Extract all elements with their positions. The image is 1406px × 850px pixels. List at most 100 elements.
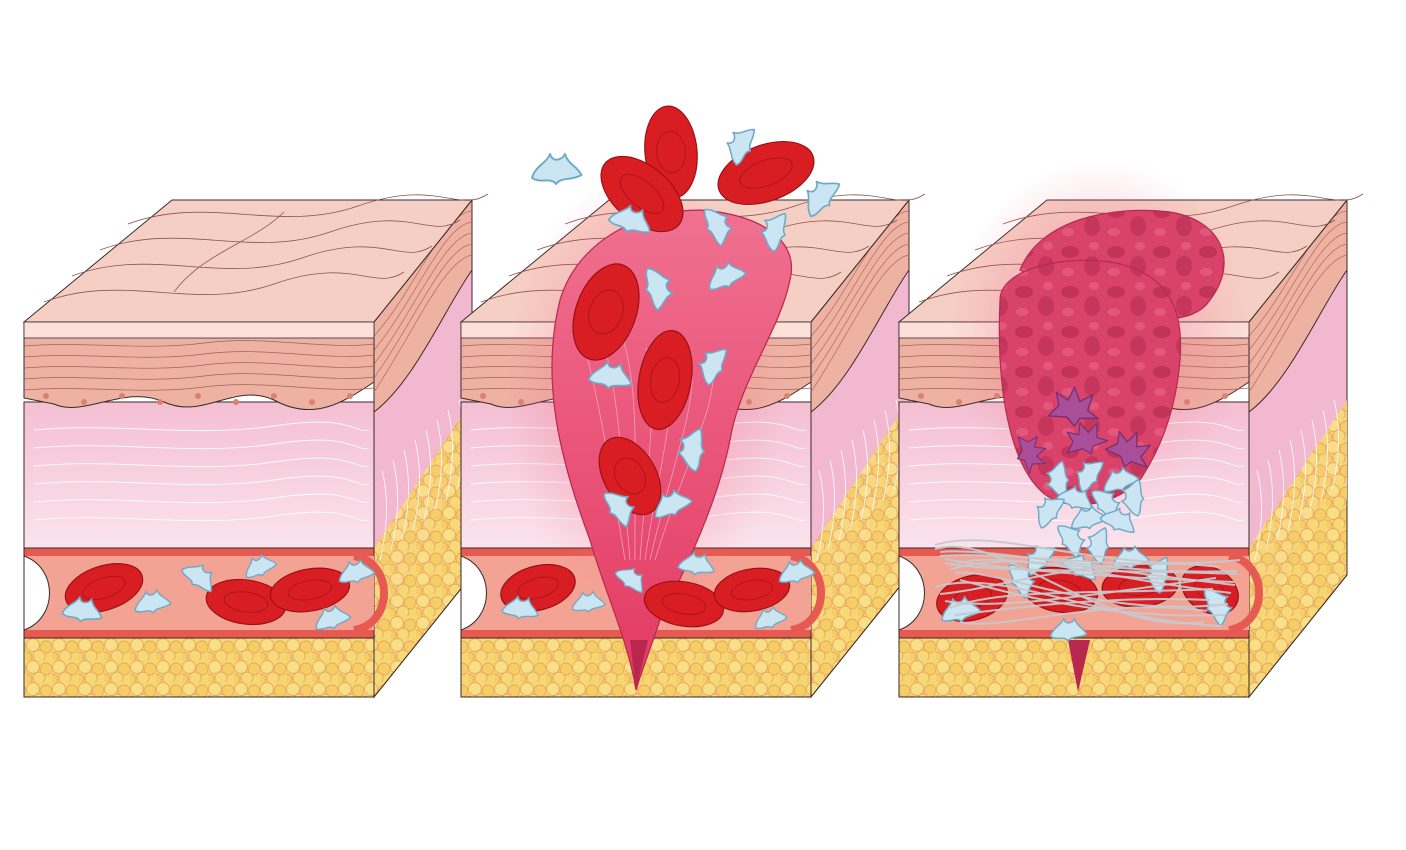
side-fiber — [1320, 409, 1328, 501]
side-fiber — [882, 409, 890, 501]
platelet — [1056, 485, 1093, 510]
side-epidermis-line — [1248, 232, 1348, 365]
side-epidermis-line — [373, 232, 473, 365]
side-fiber — [849, 439, 857, 531]
fibrin-strand — [934, 545, 1205, 625]
platelet — [531, 153, 583, 185]
epidermis-layer — [23, 351, 375, 358]
platelet — [1046, 460, 1070, 499]
platelet — [587, 360, 633, 390]
basal-cell — [784, 393, 790, 399]
fibrin-strand — [939, 550, 1238, 573]
platelet — [1099, 507, 1135, 533]
platelet-body — [676, 427, 706, 473]
skin-crease — [127, 193, 489, 225]
platelet-body — [245, 554, 278, 579]
basal-cell — [119, 393, 125, 399]
skin-crease — [99, 219, 461, 251]
side-fat-upper — [374, 400, 472, 638]
platelet — [698, 348, 728, 386]
platelet — [607, 204, 651, 234]
platelet-body — [1120, 478, 1145, 517]
fibrin-strand — [949, 588, 1214, 609]
wound-cut — [1068, 640, 1090, 692]
platelet — [134, 589, 172, 614]
platelet-body — [1070, 505, 1108, 530]
panel-clot-formation — [897, 160, 1364, 699]
side-epidermis-line — [373, 221, 473, 351]
platelet — [61, 596, 103, 623]
red-blood-cell-body — [64, 563, 144, 613]
platelet-body — [315, 604, 352, 631]
platelet — [760, 212, 787, 253]
fibrin-strand — [949, 558, 1232, 594]
platelet — [338, 559, 376, 584]
platelet-body — [531, 153, 583, 185]
dermis-fiber — [33, 457, 370, 468]
flow-streak — [623, 341, 636, 561]
platelet — [1036, 497, 1065, 529]
side-fiber — [390, 459, 398, 551]
basal-cell — [918, 393, 924, 399]
fibrin-strand — [959, 606, 1208, 625]
platelet-body — [1056, 485, 1093, 510]
side-fiber — [1298, 429, 1306, 521]
vessel-opening — [460, 555, 487, 631]
platelet — [180, 564, 213, 593]
red-blood-cell — [269, 567, 351, 613]
epidermis-layer — [23, 362, 375, 369]
dermis-fiber — [33, 475, 370, 486]
platelet-body — [654, 489, 693, 519]
side-fiber — [412, 439, 420, 531]
fibrin-strand — [934, 581, 1223, 627]
platelet — [644, 267, 674, 312]
skin-crease — [71, 245, 433, 277]
red-blood-cell-center — [661, 593, 707, 615]
activated-platelet-body — [1047, 386, 1099, 427]
skin-crease — [173, 211, 285, 293]
side-epidermis — [373, 198, 473, 414]
platelet — [315, 604, 352, 631]
platelet-body — [703, 208, 733, 247]
wound-cut — [630, 640, 648, 690]
side-epidermis-line — [810, 210, 910, 337]
platelet-body — [677, 551, 715, 576]
side-epidermis-line — [810, 221, 910, 351]
side-fiber — [1331, 399, 1339, 491]
side-fiber — [871, 419, 879, 511]
vessel-opening — [898, 555, 925, 631]
basal-cell — [271, 393, 277, 399]
platelet-body — [61, 596, 103, 623]
side-epidermis-line — [1248, 210, 1348, 337]
side-fiber — [401, 449, 409, 541]
platelet-body — [708, 261, 747, 291]
platelet-body — [698, 348, 728, 386]
dermis-fiber — [33, 511, 370, 522]
platelet-body — [338, 559, 376, 584]
red-blood-cell-body — [269, 567, 351, 613]
stratum-corneum — [23, 321, 375, 339]
red-blood-cell-center — [656, 130, 686, 174]
red-blood-cell-center — [1038, 579, 1082, 601]
red-blood-cell-center — [613, 457, 647, 495]
platelet — [1076, 461, 1104, 494]
platelet-body — [754, 606, 788, 630]
dermis-fiber — [33, 439, 370, 450]
side-fiber — [434, 419, 442, 511]
side-epidermis-line — [373, 210, 473, 337]
platelet — [1085, 527, 1110, 565]
side-epidermis — [1248, 198, 1348, 414]
side-fiber — [860, 429, 868, 521]
fibrin-strand — [944, 562, 1239, 575]
platelet-body — [1085, 527, 1110, 565]
platelet-body — [134, 589, 172, 614]
platelet-body — [1099, 507, 1135, 533]
red-blood-cell — [713, 567, 791, 613]
side-fiber — [1265, 459, 1273, 551]
platelet-body — [1203, 588, 1233, 627]
side-fiber — [816, 469, 824, 561]
red-blood-cell — [572, 263, 640, 361]
platelet — [654, 489, 693, 519]
